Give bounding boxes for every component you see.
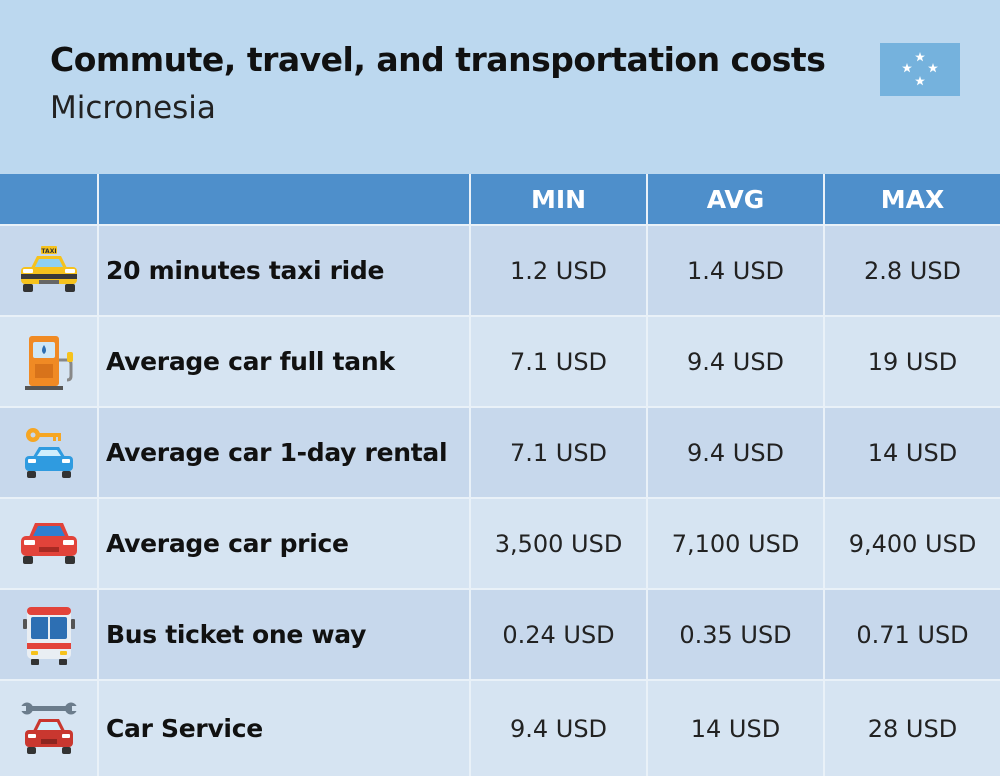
- min-cell: 9.4 USD: [469, 681, 646, 776]
- row-label-cell: Car Service: [97, 681, 469, 776]
- table-row: Bus ticket one way 0.24 USD 0.35 USD 0.7…: [0, 588, 1000, 679]
- avg-cell: 14 USD: [646, 681, 823, 776]
- max-cell: 19 USD: [823, 317, 1000, 406]
- min-cell: 1.2 USD: [469, 226, 646, 315]
- min-value: 0.24 USD: [502, 620, 615, 649]
- svg-text:TAXI: TAXI: [41, 248, 56, 255]
- page-title: Commute, travel, and transportation cost…: [50, 40, 826, 79]
- min-value: 9.4 USD: [509, 714, 608, 743]
- row-label-cell: 20 minutes taxi ride: [97, 226, 469, 315]
- avg-value: 14 USD: [690, 714, 781, 743]
- row-label-cell: Bus ticket one way: [97, 590, 469, 679]
- avg-cell: 0.35 USD: [646, 590, 823, 679]
- max-cell: 28 USD: [823, 681, 1000, 776]
- header-max: MAX: [823, 174, 1000, 224]
- taxi-icon: TAXI: [0, 226, 97, 315]
- row-label-cell: Average car price: [97, 499, 469, 588]
- table-row: Average car full tank 7.1 USD 9.4 USD 19…: [0, 315, 1000, 406]
- table-row: Average car 1-day rental 7.1 USD 9.4 USD…: [0, 406, 1000, 497]
- avg-value: 1.4 USD: [686, 256, 785, 285]
- row-label: Average car full tank: [106, 347, 395, 376]
- header-label-cell: [97, 174, 469, 224]
- max-value: 14 USD: [867, 438, 958, 467]
- page-header: Commute, travel, and transportation cost…: [0, 0, 1000, 174]
- avg-cell: 1.4 USD: [646, 226, 823, 315]
- page-subtitle: Micronesia: [50, 90, 216, 126]
- row-label-cell: Average car 1-day rental: [97, 408, 469, 497]
- fuel-pump-icon: [0, 317, 97, 406]
- min-cell: 3,500 USD: [469, 499, 646, 588]
- avg-cell: 9.4 USD: [646, 317, 823, 406]
- avg-value: 9.4 USD: [686, 347, 785, 376]
- min-value: 3,500 USD: [494, 529, 623, 558]
- red-car-icon: [0, 499, 97, 588]
- row-label: 20 minutes taxi ride: [106, 256, 385, 285]
- wrench-car-icon: [0, 681, 97, 776]
- avg-cell: 7,100 USD: [646, 499, 823, 588]
- min-value: 7.1 USD: [509, 438, 608, 467]
- min-value: 1.2 USD: [509, 256, 608, 285]
- row-label: Bus ticket one way: [106, 620, 367, 649]
- row-label: Average car 1-day rental: [106, 438, 448, 467]
- max-cell: 2.8 USD: [823, 226, 1000, 315]
- max-value: 0.71 USD: [856, 620, 969, 649]
- max-value: 28 USD: [867, 714, 958, 743]
- table-row: Car Service 9.4 USD 14 USD 28 USD: [0, 679, 1000, 776]
- row-label: Car Service: [106, 714, 263, 743]
- avg-value: 0.35 USD: [679, 620, 792, 649]
- max-value: 9,400 USD: [848, 529, 977, 558]
- table-row: TAXI 20 minutes taxi ride 1.2 USD 1.4 US…: [0, 224, 1000, 315]
- max-value: 19 USD: [867, 347, 958, 376]
- min-cell: 7.1 USD: [469, 408, 646, 497]
- max-cell: 14 USD: [823, 408, 1000, 497]
- min-cell: 7.1 USD: [469, 317, 646, 406]
- avg-value: 7,100 USD: [671, 529, 800, 558]
- cost-table: MIN AVG MAX TAXI 20 minutes taxi ride 1.…: [0, 174, 1000, 776]
- max-cell: 0.71 USD: [823, 590, 1000, 679]
- table-row: Average car price 3,500 USD 7,100 USD 9,…: [0, 497, 1000, 588]
- row-label: Average car price: [106, 529, 349, 558]
- avg-cell: 9.4 USD: [646, 408, 823, 497]
- car-key-icon: [0, 408, 97, 497]
- max-value: 2.8 USD: [863, 256, 962, 285]
- avg-value: 9.4 USD: [686, 438, 785, 467]
- header-min: MIN: [469, 174, 646, 224]
- row-label-cell: Average car full tank: [97, 317, 469, 406]
- header-avg: AVG: [646, 174, 823, 224]
- min-value: 7.1 USD: [509, 347, 608, 376]
- header-icon-cell: [0, 174, 97, 224]
- min-cell: 0.24 USD: [469, 590, 646, 679]
- table-header-row: MIN AVG MAX: [0, 174, 1000, 224]
- max-cell: 9,400 USD: [823, 499, 1000, 588]
- bus-icon: [0, 590, 97, 679]
- micronesia-flag-icon: [880, 43, 960, 96]
